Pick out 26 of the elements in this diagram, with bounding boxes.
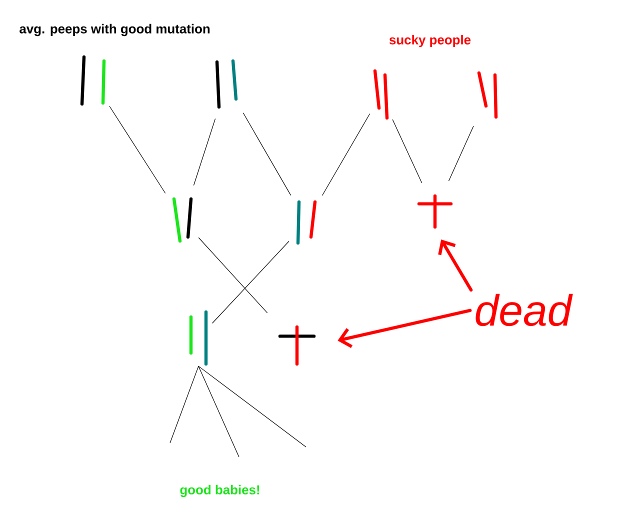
line bbox=[198, 366, 240, 458]
line bbox=[392, 119, 422, 184]
arrow bbox=[338, 308, 472, 348]
line bbox=[242, 112, 292, 196]
chromosome-pair bbox=[477, 71, 498, 119]
cross-mark bbox=[417, 194, 453, 229]
line bbox=[448, 126, 474, 182]
line bbox=[198, 366, 306, 448]
caption-text: good babies! bbox=[180, 484, 260, 498]
arrow bbox=[438, 240, 473, 292]
line bbox=[170, 366, 199, 444]
cross-mark bbox=[278, 325, 316, 366]
handwritten-word: dead bbox=[476, 294, 573, 326]
line bbox=[212, 240, 290, 324]
chromosome-pair bbox=[215, 59, 238, 109]
chromosome-pair bbox=[373, 69, 389, 120]
caption-text: sucky people bbox=[389, 34, 471, 48]
line bbox=[198, 237, 268, 314]
chromosome-pair bbox=[172, 197, 193, 243]
line bbox=[322, 113, 370, 196]
chromosome-pair bbox=[189, 310, 208, 366]
line bbox=[109, 106, 166, 194]
chromosome-pair bbox=[296, 200, 317, 245]
chromosome-pair bbox=[80, 55, 106, 106]
caption-text: avg. peeps with good mutation bbox=[20, 24, 210, 36]
line bbox=[193, 118, 216, 186]
